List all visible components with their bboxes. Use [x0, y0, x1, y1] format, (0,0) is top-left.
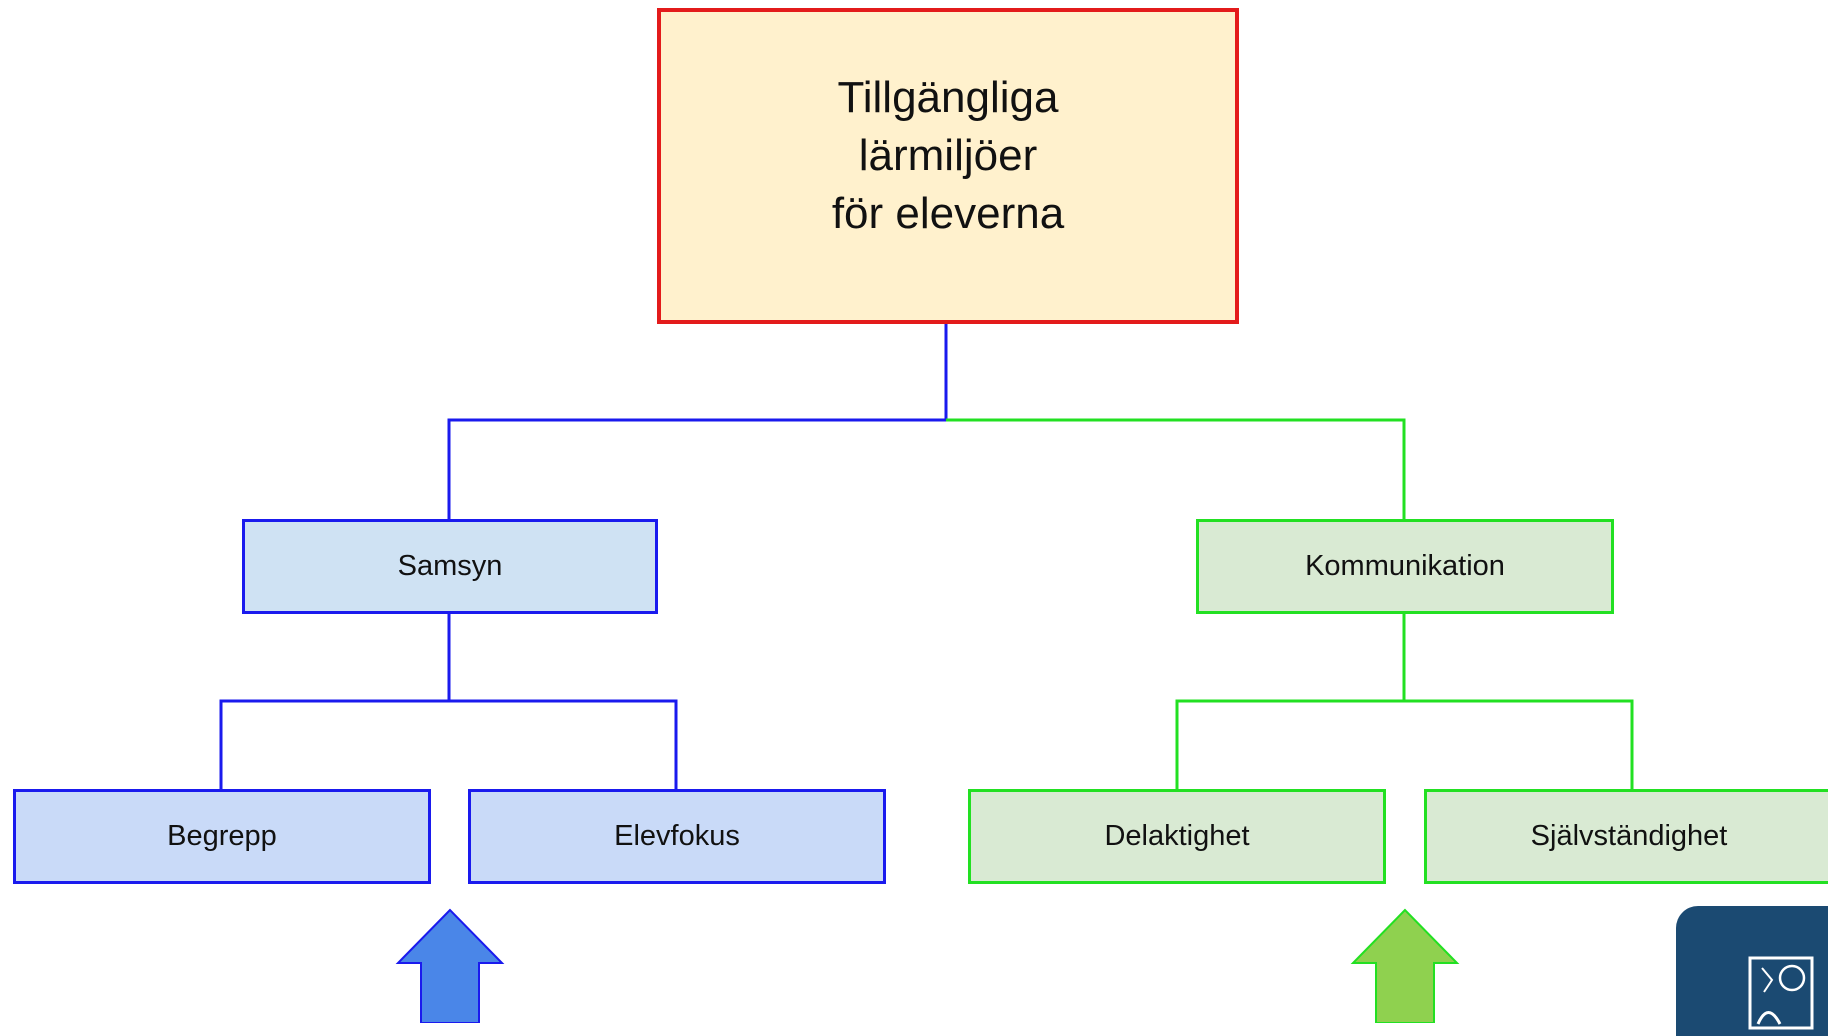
connector-root-to-kommunikation — [946, 418, 1406, 519]
node-delaktighet: Delaktighet — [968, 789, 1386, 884]
node-begrepp: Begrepp — [13, 789, 431, 884]
up-arrow-icon — [1350, 908, 1460, 1023]
node-sjalvstandighet: Självständighet — [1424, 789, 1828, 884]
node-samsyn: Samsyn — [242, 519, 658, 614]
root-label: Tillgängliga lärmiljöer för eleverna — [831, 73, 1065, 238]
up-arrow-icon — [395, 908, 505, 1023]
node-label: Delaktighet — [1104, 820, 1250, 852]
node-label: Begrepp — [167, 820, 277, 852]
crest-logo-icon — [1676, 906, 1828, 1036]
node-label: Kommunikation — [1305, 550, 1505, 582]
node-label: Samsyn — [397, 550, 503, 582]
connector-samsyn-bar — [219, 699, 678, 789]
root-node: Tillgängliga lärmiljöer för eleverna — [657, 8, 1239, 324]
node-label: Självständighet — [1530, 820, 1728, 852]
node-kommunikation: Kommunikation — [1196, 519, 1614, 614]
node-label: Elevfokus — [614, 820, 740, 852]
connector-root-to-samsyn — [447, 324, 948, 519]
connector-kommunikation-bar — [1175, 699, 1634, 789]
crest-emblem — [1748, 956, 1814, 1030]
node-elevfokus: Elevfokus — [468, 789, 886, 884]
